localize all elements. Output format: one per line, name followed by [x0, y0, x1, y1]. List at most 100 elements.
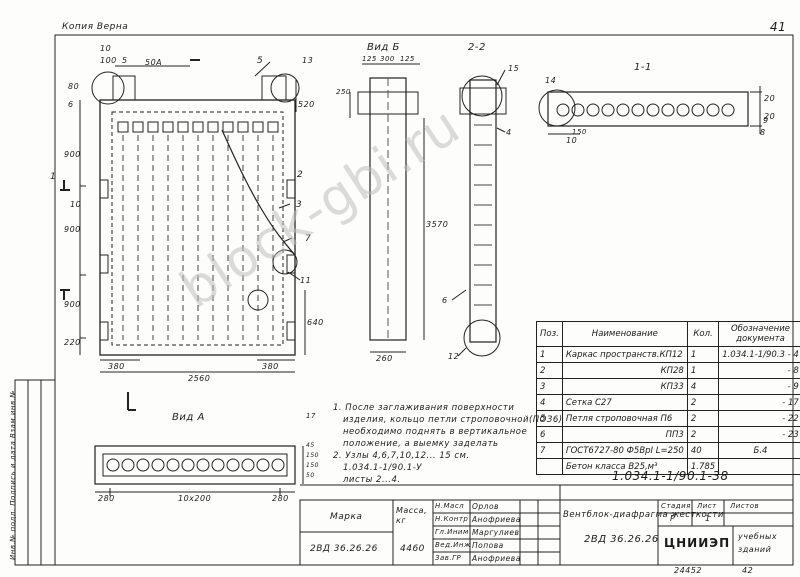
dimension-label: 50: [306, 472, 315, 479]
callout-number: 2: [297, 170, 304, 180]
table-row: 4 Сетка С27 2 - 17: [536, 394, 800, 411]
dimension-label: 280: [272, 494, 289, 503]
organization-sub: зданий: [738, 545, 772, 554]
callout-number: 3: [296, 200, 303, 210]
product-mark: 2ВД 36.26.26: [584, 534, 659, 545]
dimension-label: 10: [566, 136, 578, 145]
spec-doc: - 23: [718, 426, 800, 443]
spec-name: КП28: [561, 362, 688, 379]
section-11-drawing: [538, 86, 762, 135]
spec-pos: [536, 458, 563, 475]
dimension-label: 17: [306, 412, 316, 420]
dimension-label: 380: [262, 362, 279, 371]
dimension-label: 900: [64, 225, 81, 234]
note-line: изделия, кольцо петли строповочной(ПОЗ6): [343, 415, 563, 425]
dimension-label: 220: [64, 338, 81, 347]
spec-qty: 2: [686, 394, 720, 411]
spec-qty: 1: [686, 346, 720, 363]
spec-doc: 1.034.1-1/90.3 - 4: [718, 346, 800, 363]
spec-name: ГОСТ6727-80 Ф5ВрI L=250: [561, 442, 688, 459]
dimension-label: 150: [306, 462, 319, 469]
section-22-drawing: [451, 69, 507, 357]
spec-head-doc: Обозначение документа: [718, 321, 800, 347]
spec-name: Каркас пространств.КП12: [561, 346, 688, 363]
dimension-label: 125: [400, 55, 415, 63]
person-name: Анофриева: [472, 554, 521, 563]
callout-number: 7: [305, 234, 312, 244]
spec-pos: 6: [536, 426, 563, 443]
stage-value: Р: [670, 514, 676, 523]
sheet-label: Лист: [697, 502, 717, 510]
spec-qty: 40: [686, 442, 720, 459]
person-name: Маргулиев: [472, 528, 520, 537]
callout-number: 10: [100, 44, 112, 53]
specification-table: Поз. Наименование Кол. Обозначение докум…: [536, 321, 800, 475]
marka-value: 2ВД 36.26.26: [310, 544, 378, 554]
mass-label: Масса, кг: [396, 506, 428, 525]
dimension-label: 50А: [145, 58, 163, 67]
dimension-label: 380: [108, 362, 125, 371]
dimension-label: 5: [122, 56, 128, 65]
spec-head-pos: Поз.: [536, 321, 563, 347]
table-row: 1 Каркас пространств.КП12 1 1.034.1-1/90…: [536, 346, 800, 363]
spec-qty: 1.785: [686, 458, 720, 475]
note-line: 1. После заглаживания поверхности: [333, 403, 515, 413]
dimension-label: 80: [68, 82, 80, 91]
spec-name: КП33: [561, 378, 688, 395]
table-row: 3 КП33 4 - 9: [536, 378, 800, 395]
dimension-label: 900: [64, 300, 81, 309]
callout-number: 5: [257, 56, 264, 66]
spec-name: Сетка С27: [561, 394, 688, 411]
callout-number: 6: [442, 296, 448, 305]
table-row: Бетон класса В25,м³ 1.785: [536, 458, 800, 475]
dimension-label: 6: [68, 100, 74, 109]
table-row: 7 ГОСТ6727-80 Ф5ВрI L=250 40 Б.4: [536, 442, 800, 459]
dimension-label: 10х200: [178, 494, 212, 503]
side-stamp-frame: [14, 379, 56, 566]
dimension-label: 150: [306, 452, 319, 459]
callout-number: 9: [763, 116, 769, 125]
dimension-label: 640: [307, 318, 324, 327]
view-a-drawing: [94, 445, 304, 496]
dimension-label: 20: [764, 94, 776, 103]
spec-pos: 1: [536, 346, 563, 363]
role-label: Н.Масл: [435, 502, 465, 510]
section-11-title: 1-1: [634, 62, 652, 73]
spec-head-qty: Кол.: [686, 321, 720, 347]
person-name: Орлов: [472, 502, 499, 511]
callout-number: 1: [50, 172, 57, 182]
dimension-label: 260: [376, 354, 393, 363]
section-22-title: 2-2: [468, 42, 486, 53]
spec-head-name: Наименование: [561, 321, 688, 347]
callout-number: 15: [508, 64, 520, 73]
spec-name: Петля строповочная П6: [561, 410, 688, 427]
spec-pos: 3: [536, 378, 563, 395]
spec-header-row: Поз. Наименование Кол. Обозначение докум…: [536, 321, 800, 347]
callout-number: 8: [760, 128, 766, 137]
callout-number: 14: [545, 76, 557, 85]
role-label: Н.Контр: [435, 515, 469, 523]
note-line: положение, а выемку заделать: [343, 439, 499, 449]
stage-label: Стадия: [661, 502, 691, 510]
note-line: 2. Узлы 4,6,7,10,12... 15 см.: [333, 451, 470, 461]
spec-doc: - 22: [718, 410, 800, 427]
view-b-title: Вид Б: [367, 42, 400, 53]
spec-qty: 2: [686, 410, 720, 427]
sheet-value: 1: [705, 514, 711, 523]
callout-number: 12: [448, 352, 460, 361]
callout-number: 11: [300, 276, 312, 285]
role-label: Вед.Инж: [435, 541, 471, 549]
marka-label: Марка: [330, 512, 363, 522]
copy-stamp: Копия Верна: [62, 22, 129, 32]
spec-head-doc-line2: документа: [736, 334, 785, 344]
side-stamp-text: Инв.№ подл. Подпись и дата Взам.инв.№: [9, 389, 17, 560]
dimension-label: 10: [70, 200, 82, 209]
spec-pos: 2: [536, 362, 563, 379]
sheet-corner-number: 41: [770, 20, 787, 34]
dimension-label: 300: [380, 55, 395, 63]
role-label: Зав.ГР: [435, 554, 462, 562]
dimension-label: 2560: [188, 374, 211, 383]
spec-name: ПП3: [561, 426, 688, 443]
product-name: Вентблок-диафрагма жесткости: [563, 510, 724, 520]
spec-qty: 2: [686, 426, 720, 443]
